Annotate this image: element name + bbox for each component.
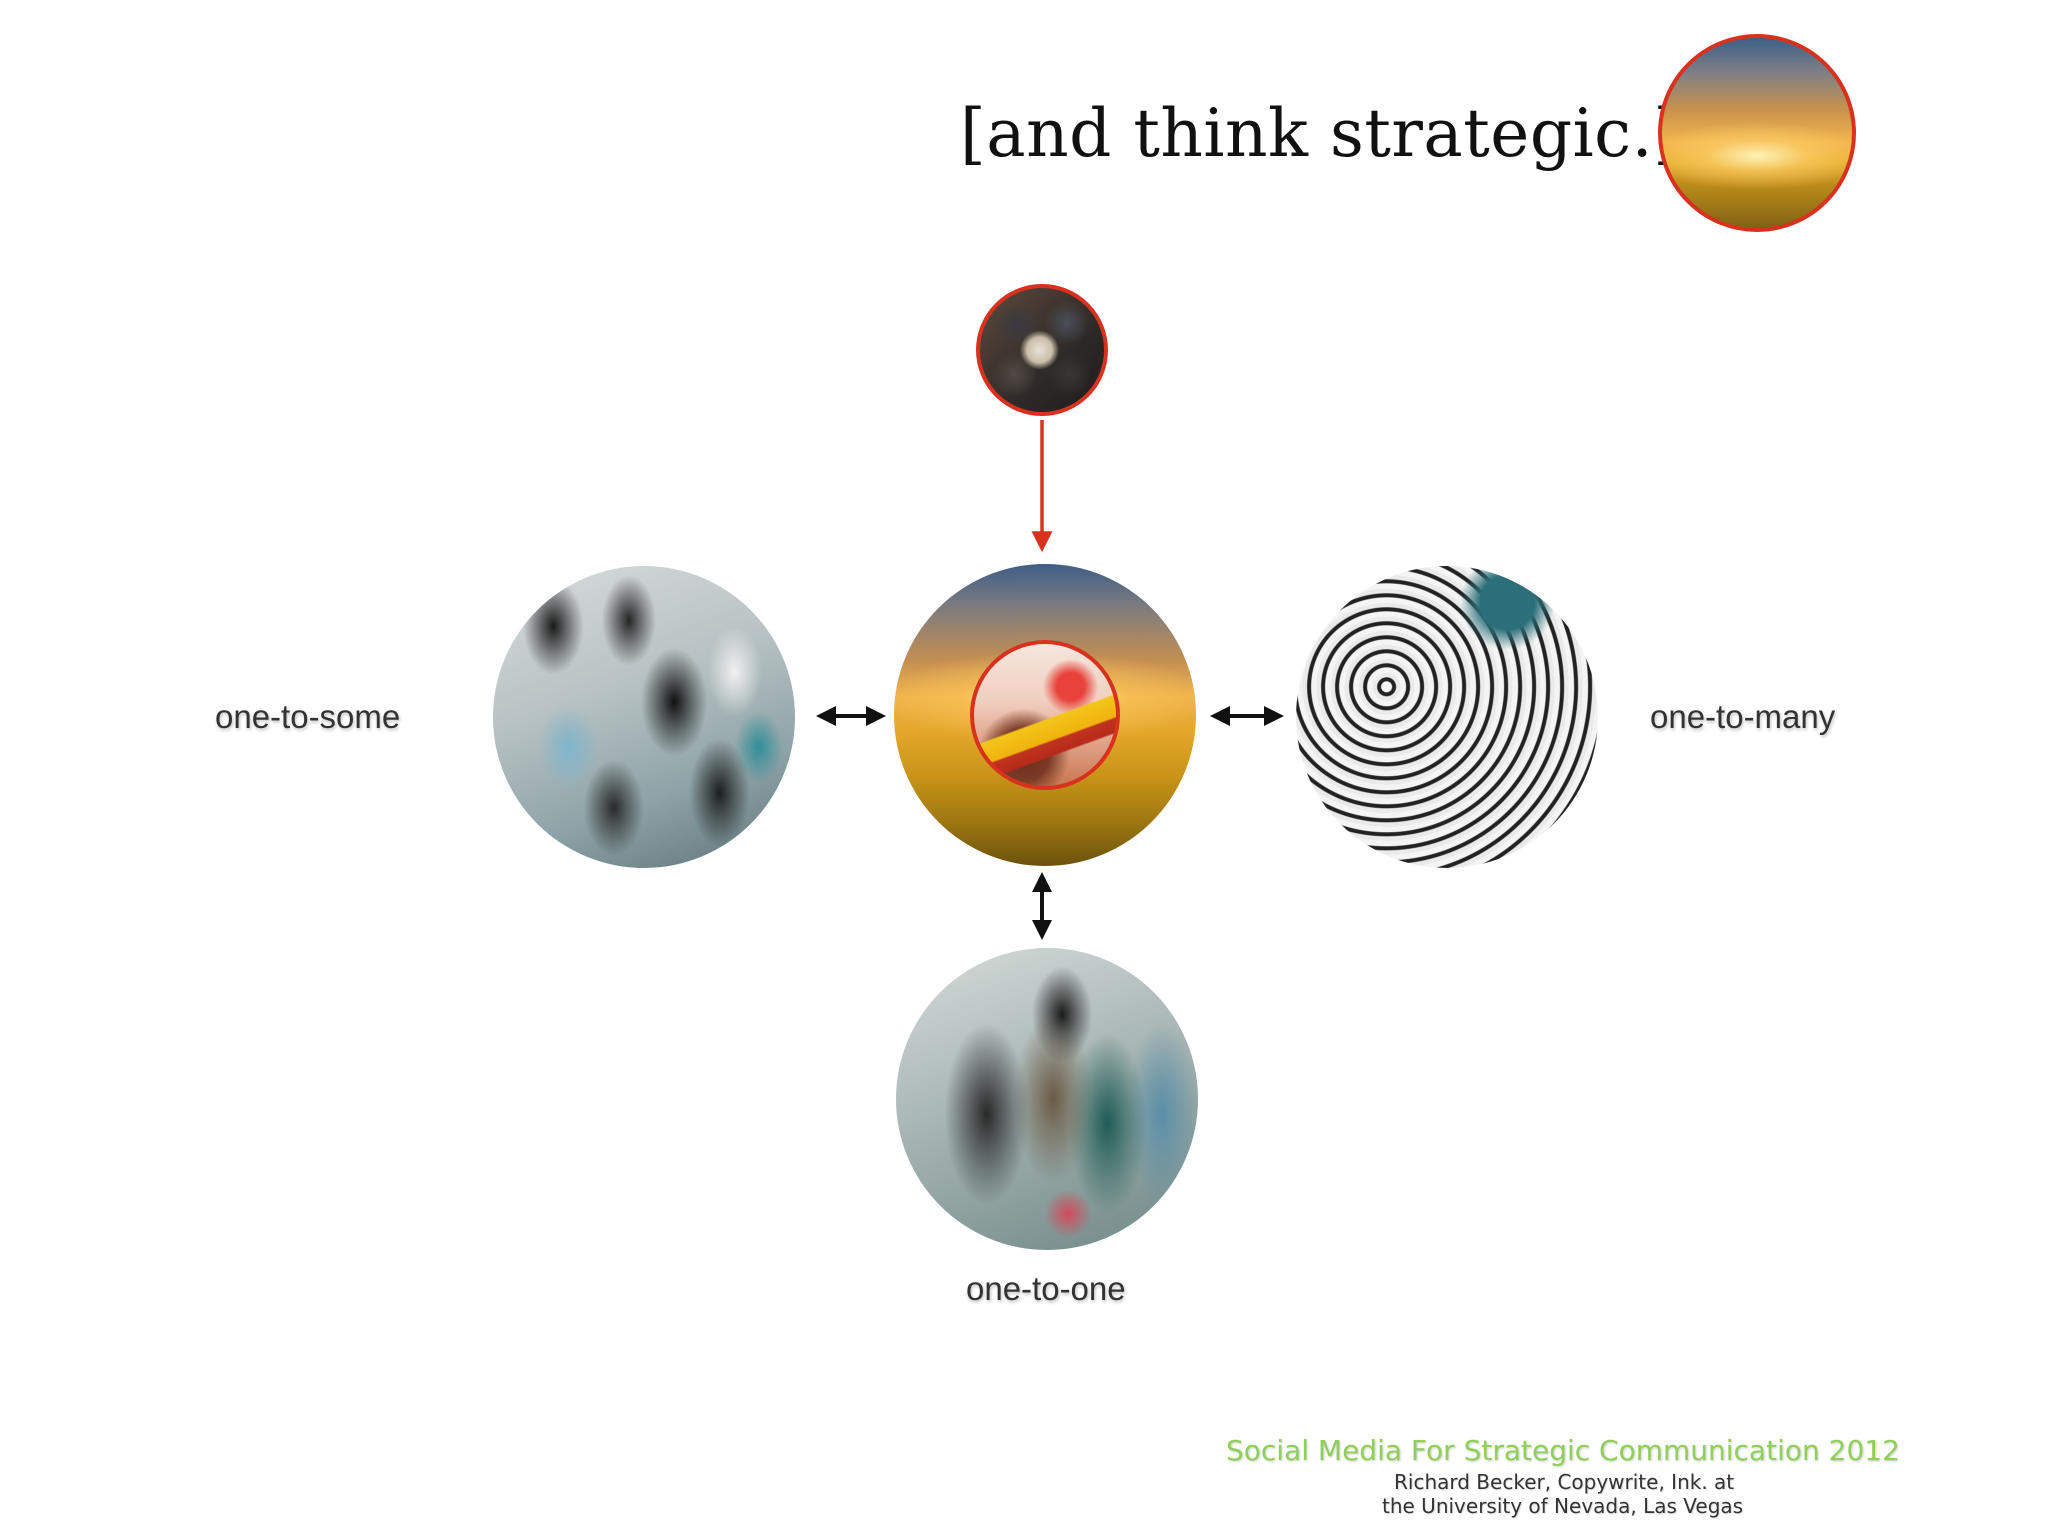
one-to-many-label: one-to-many	[1650, 698, 1836, 735]
slide-title: [and think strategic.]	[960, 95, 1680, 172]
one-to-many-crowd-photo	[1296, 566, 1598, 868]
footer-institution: the University of Nevada, Las Vegas	[1382, 1494, 1744, 1518]
meeting-photo-circle	[976, 284, 1108, 416]
one-to-one-crowd-photo	[896, 948, 1198, 1250]
sunset-photo-circle	[1658, 34, 1856, 232]
one-to-some-crowd-photo	[493, 566, 795, 868]
one-to-one-label: one-to-one	[966, 1270, 1126, 1307]
one-to-some-label: one-to-some	[215, 698, 401, 735]
mm-product-photo-circle	[970, 640, 1120, 790]
footer-author: Richard Becker, Copywrite, Ink. at	[1394, 1470, 1735, 1494]
footer-course-title: Social Media For Strategic Communication…	[1226, 1434, 1900, 1467]
